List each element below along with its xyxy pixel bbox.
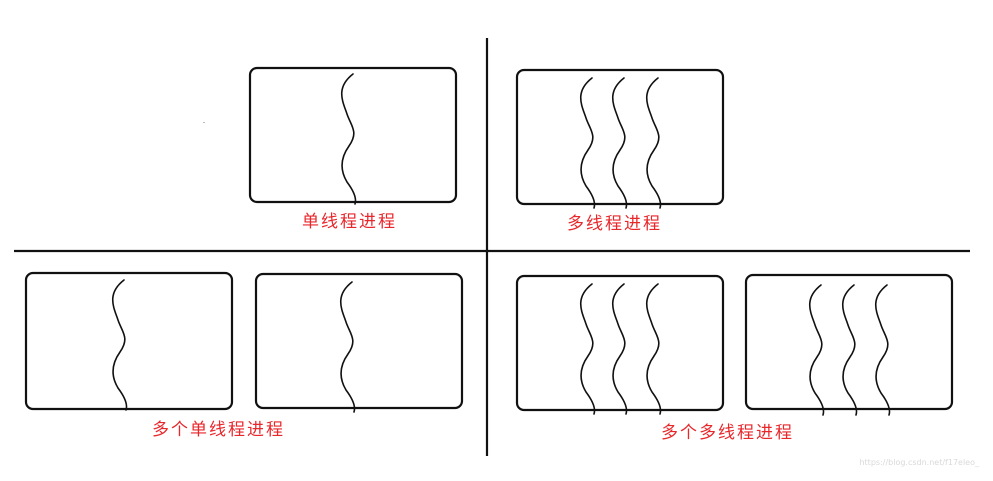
- caption-single-thread-process: 单线程进程: [302, 212, 397, 232]
- stray-mark: [203, 122, 205, 123]
- process-box: [248, 66, 458, 205]
- process-box: [515, 274, 725, 415]
- caption-multiple-multi-thread-processes: 多个多线程进程: [661, 423, 794, 443]
- process-box: [515, 68, 725, 209]
- caption-multi-thread-process: 多线程进程: [567, 214, 662, 234]
- process-box: [254, 272, 464, 413]
- caption-multiple-single-thread-processes: 多个单线程进程: [152, 420, 285, 440]
- process-box: [744, 273, 954, 416]
- process-box: [24, 271, 234, 411]
- watermark: https://blog.csdn.net/f17eleo_: [859, 458, 979, 467]
